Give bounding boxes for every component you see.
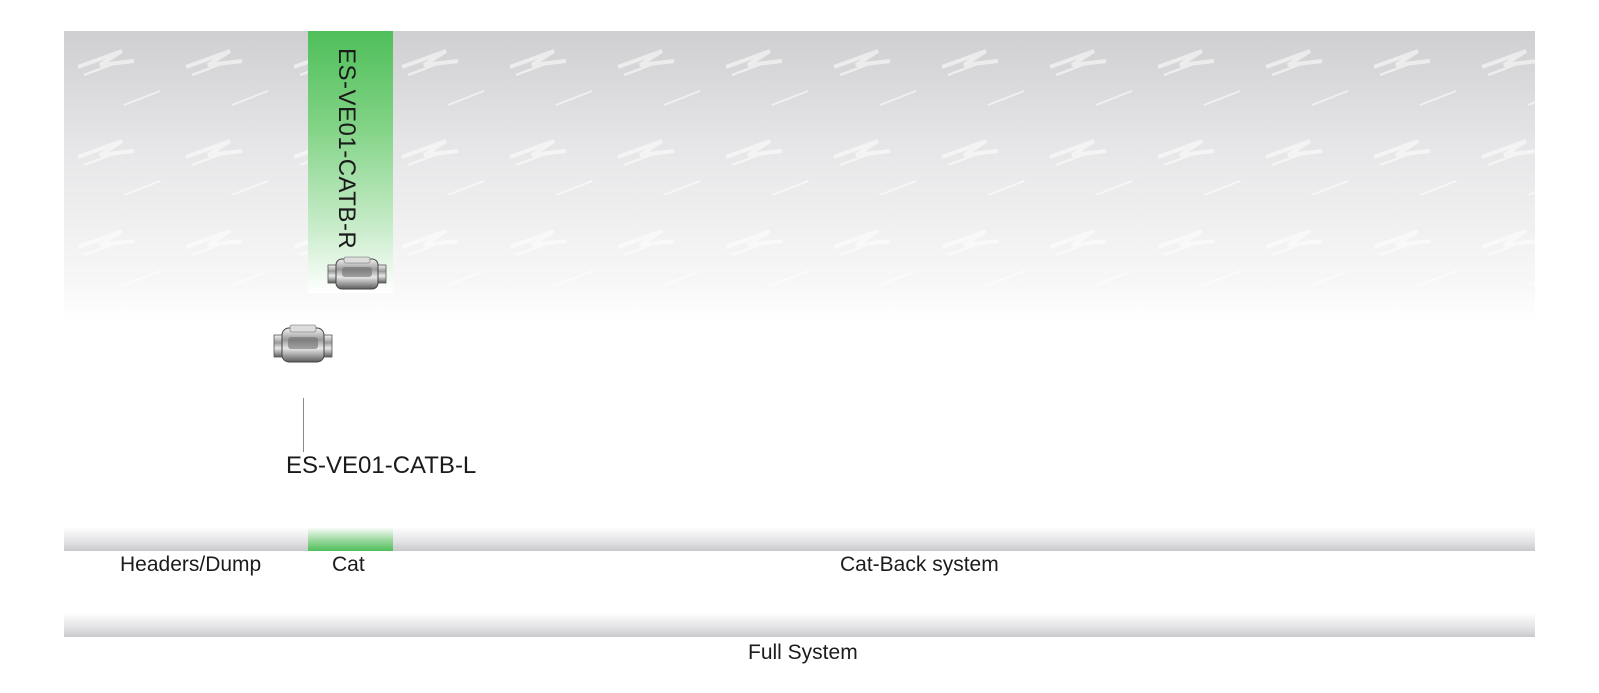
section-label-cat: Cat xyxy=(332,553,365,576)
catalytic-converter-icon xyxy=(273,324,333,363)
cat-highlight-band xyxy=(308,31,393,293)
diagram-panel xyxy=(64,31,1535,551)
part-label-left: ES-VE01-CATB-L xyxy=(286,452,477,479)
leader-line xyxy=(303,398,304,452)
section-label-headers: Headers/Dump xyxy=(120,553,262,576)
full-system-bar xyxy=(64,613,1535,637)
section-label-full-system: Full System xyxy=(748,641,858,664)
watermark-pattern xyxy=(64,31,1535,311)
section-bar-cat-highlight xyxy=(308,527,393,551)
part-label-right: ES-VE01-CATB-R xyxy=(333,48,360,250)
section-label-catback: Cat-Back system xyxy=(840,553,999,576)
section-bar xyxy=(64,527,1535,551)
catalytic-converter-icon xyxy=(327,256,387,290)
